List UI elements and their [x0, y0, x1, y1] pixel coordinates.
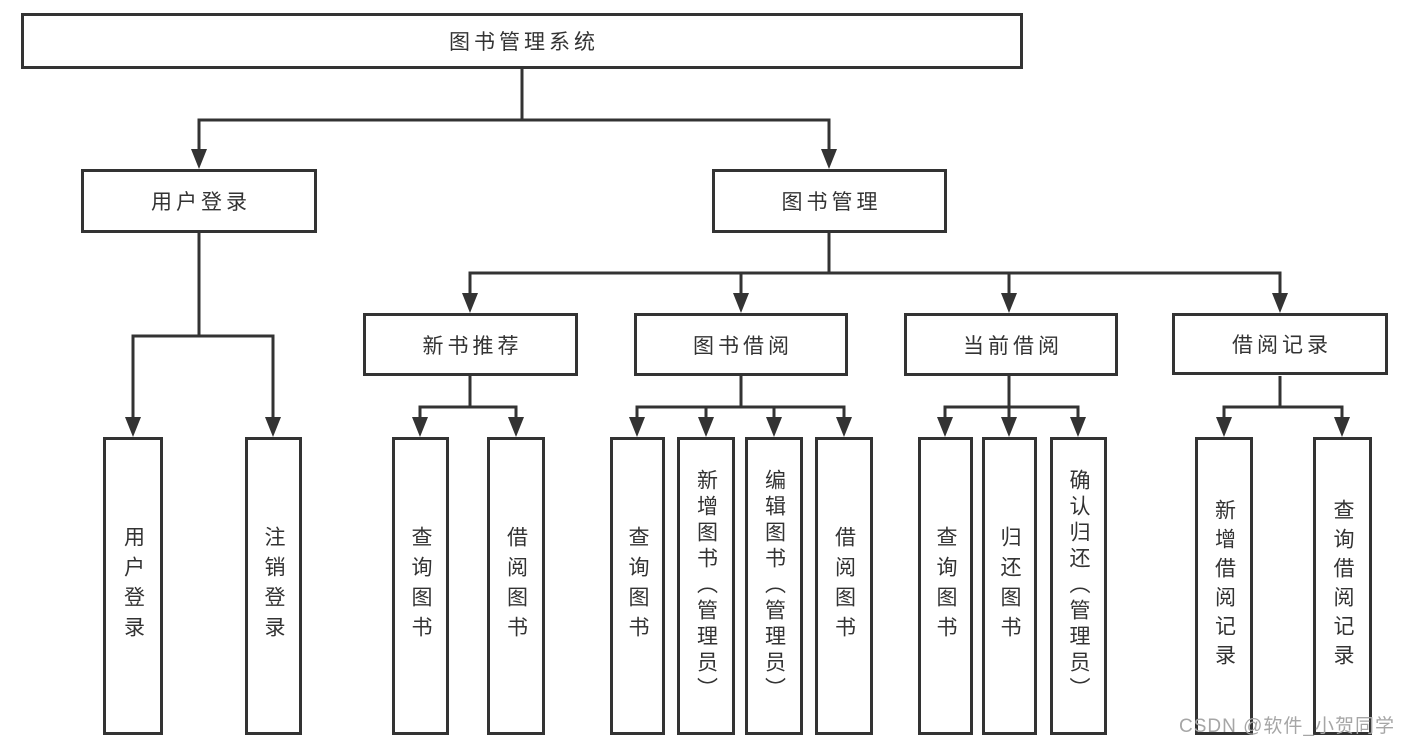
node-book-borrow: 图书借阅 — [634, 313, 848, 376]
leaf-borrow-book-borrow: 借阅图书 — [815, 437, 873, 735]
leaf-add-borrow-record: 新增借阅记录 — [1195, 437, 1253, 735]
leaf-query-book-current: 查询图书 — [918, 437, 973, 735]
leaf-edit-book-admin: 编辑图书（管理员） — [745, 437, 803, 735]
leaf-query-book-recommend: 查询图书 — [392, 437, 449, 735]
leaf-query-book-borrow: 查询图书 — [610, 437, 665, 735]
leaf-logout: 注销登录 — [245, 437, 302, 735]
node-new-book-recommend: 新书推荐 — [363, 313, 578, 376]
leaf-confirm-return-admin: 确认归还（管理员） — [1050, 437, 1107, 735]
node-current-borrow: 当前借阅 — [904, 313, 1118, 376]
leaf-user-login: 用户登录 — [103, 437, 163, 735]
node-root: 图书管理系统 — [21, 13, 1023, 69]
arrowheads — [125, 149, 1350, 437]
node-borrow-record: 借阅记录 — [1172, 313, 1388, 375]
leaf-query-borrow-record: 查询借阅记录 — [1313, 437, 1372, 735]
leaf-add-book-admin: 新增图书（管理员） — [677, 437, 735, 735]
node-user-login: 用户登录 — [81, 169, 317, 233]
leaf-return-book: 归还图书 — [982, 437, 1037, 735]
leaf-borrow-book-recommend: 借阅图书 — [487, 437, 545, 735]
csdn-watermark: CSDN @软件_小贺同学 — [1179, 716, 1395, 737]
node-book-management: 图书管理 — [712, 169, 947, 233]
